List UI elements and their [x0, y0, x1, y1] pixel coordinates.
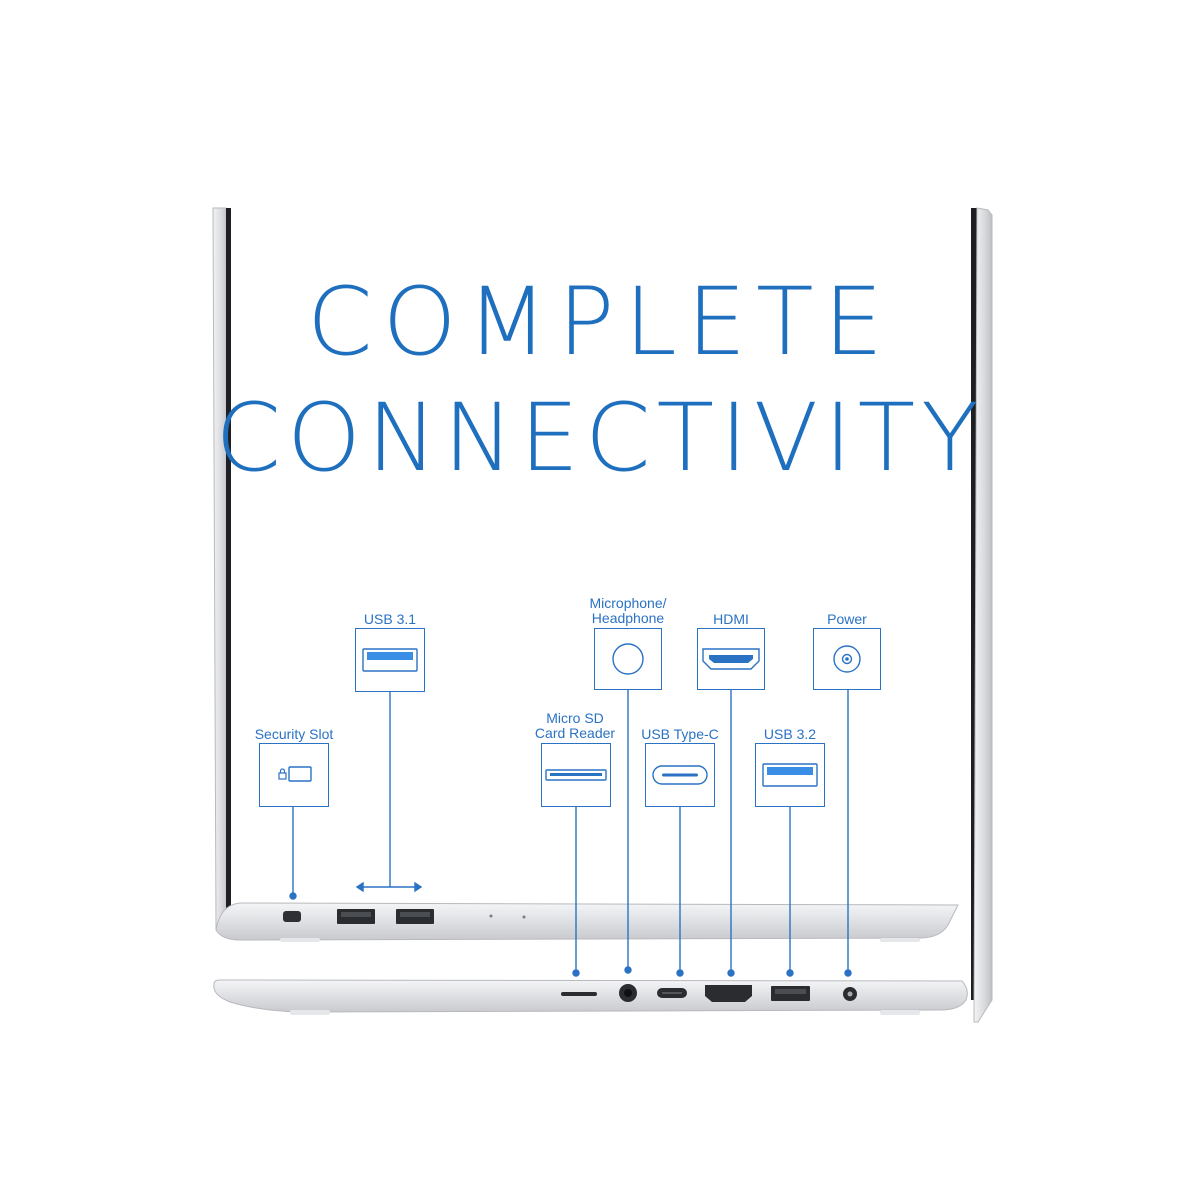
mic-headphone-label-line2: Headphone: [591, 610, 665, 626]
hdmi-label: HDMI: [713, 611, 749, 627]
right-laptop-lid: [971, 207, 993, 1023]
usb-c-icon: [652, 765, 708, 785]
usbc-label: USB Type-C: [641, 726, 719, 742]
mic-headphone-label: Microphone/ Headphone: [553, 596, 703, 626]
left-laptop-base: [215, 902, 959, 942]
usbc-port-box: [645, 743, 715, 807]
microsd-label-line2: Card Reader: [534, 725, 616, 741]
right-laptop-base: [213, 979, 968, 1015]
power-label: Power: [827, 611, 867, 627]
audio-jack-icon: [612, 643, 644, 675]
power-port-box: [813, 628, 881, 690]
lock-slot-icon: [278, 766, 312, 782]
sd-slot-icon: [545, 769, 607, 781]
headline-line-2: CONNECTIVITY: [215, 384, 985, 493]
hdmi-port-box: [697, 628, 765, 690]
leader-lines: [289, 690, 852, 977]
microsd-label: Micro SD Card Reader: [500, 711, 650, 741]
usb32-port-box: [755, 743, 825, 807]
usb-a-icon: [762, 763, 818, 787]
usb-a-icon: [362, 648, 418, 672]
microsd-port-box: [541, 743, 611, 807]
usb31-port-box: [355, 628, 425, 692]
power-jack-icon: [833, 645, 861, 673]
mic-headphone-label-line1: Microphone/: [589, 595, 667, 611]
usb32-label: USB 3.2: [763, 726, 817, 742]
microsd-label-line1: Micro SD: [546, 710, 604, 726]
usb31-label: USB 3.1: [363, 611, 417, 627]
security-slot-port-box: [259, 743, 329, 807]
headline-line-1: COMPLETE: [307, 268, 893, 377]
mic-headphone-port-box: [594, 628, 662, 690]
hdmi-icon: [702, 648, 760, 670]
security-slot-label: Security Slot: [254, 726, 334, 742]
